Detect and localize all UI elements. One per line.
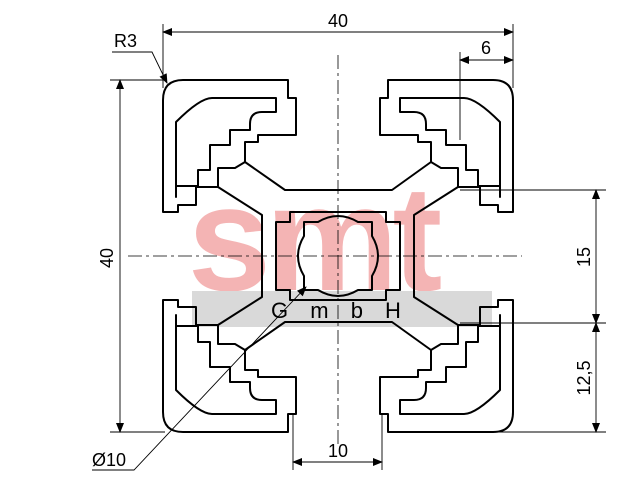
dim-bore-leader (92, 286, 307, 471)
corner-top-left (162, 79, 297, 213)
label-slot-offset: 6 (481, 38, 491, 58)
label-slot-width: 10 (328, 441, 348, 461)
dim-radius-leader (112, 51, 168, 84)
corner-top-right (379, 79, 514, 213)
label-corner-radius: R3 (114, 31, 137, 51)
corner-bottom-right (379, 299, 514, 433)
central-bore (297, 215, 379, 297)
web-bottom (244, 321, 432, 351)
corner-bottom-left (162, 299, 297, 433)
corner-top-left-inner (175, 97, 277, 198)
corner-bottom-left-inner (175, 314, 277, 415)
centerlines (128, 55, 522, 445)
watermark: smt G m b H (188, 154, 492, 327)
central-core (275, 211, 401, 301)
label-top-width: 40 (328, 11, 348, 31)
label-edge-offset: 12,5 (574, 360, 594, 395)
web-right (413, 186, 459, 326)
watermark-subtitle: G m b H (271, 298, 409, 323)
profile-outline (162, 79, 514, 433)
label-slot-pitch: 15 (574, 247, 594, 267)
label-bore-diameter: Ø10 (92, 450, 126, 470)
label-left-height: 40 (97, 248, 117, 268)
dimensions (92, 24, 606, 471)
dimension-labels: 40 6 R3 40 15 12,5 Ø10 10 (92, 11, 594, 470)
corner-bottom-right-inner (399, 314, 501, 415)
web-left (217, 186, 263, 326)
web-top (244, 161, 432, 191)
corner-top-right-inner (399, 97, 501, 198)
